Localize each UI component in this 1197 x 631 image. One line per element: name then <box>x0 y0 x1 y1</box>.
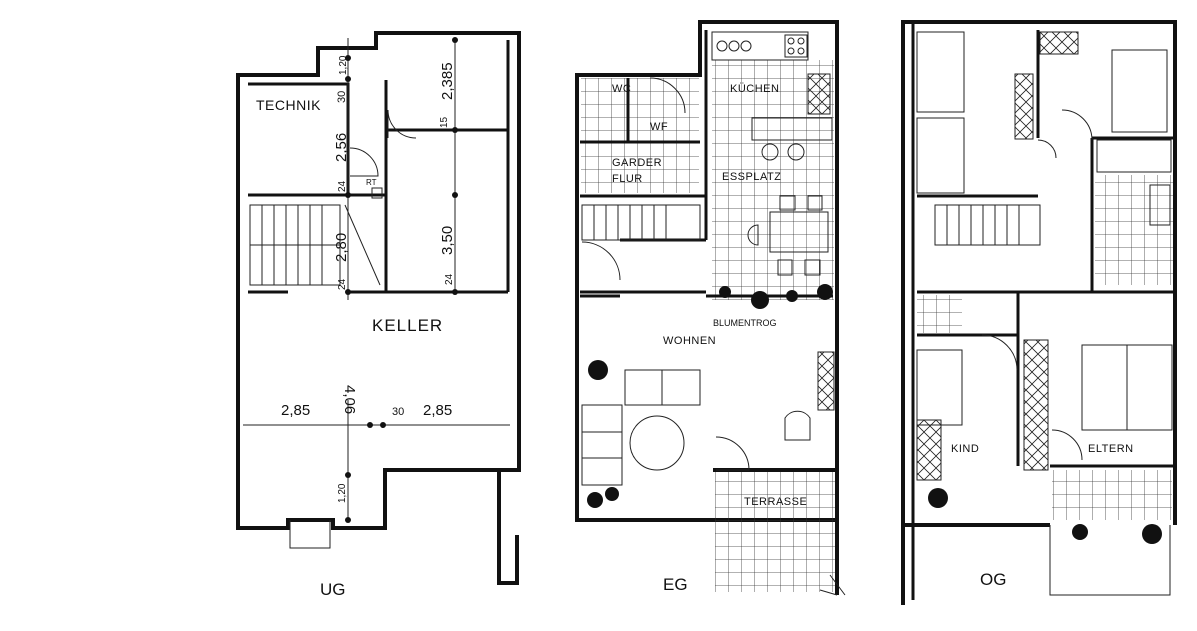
eg-coffee-table <box>629 415 685 471</box>
ug-dim-280: 2,80 <box>333 233 350 262</box>
ug-right-lower-wall <box>497 470 519 585</box>
ug-plan: TECHNIK KELLER 1,20 30 2,385 15 2,56 24 … <box>236 31 521 585</box>
eg-terrace-tiles <box>715 472 835 592</box>
ug-dim-lines <box>243 38 510 520</box>
eg-dining-table <box>747 143 829 276</box>
eg-door-hall <box>581 241 621 281</box>
ug-door-technik <box>387 109 417 139</box>
og-plan: KIND ELTERN <box>901 20 1177 605</box>
eg-room-wc: WC <box>612 83 631 95</box>
og-sink <box>1149 184 1171 226</box>
floor-label-ug: UG <box>320 580 346 599</box>
eg-label-blumentrog: BLUMENTROG <box>713 318 777 328</box>
eg-planter-plants <box>587 284 833 508</box>
og-wc-tiles <box>917 295 962 333</box>
og-door-4 <box>1051 429 1083 461</box>
ug-dim-24b: 24 <box>337 278 348 290</box>
og-room-eltern: ELTERN <box>1088 443 1134 455</box>
eg-terrace-corner <box>819 574 846 596</box>
og-wardrobe-4 <box>916 419 942 481</box>
ug-dim-285b: 2,85 <box>423 402 452 419</box>
eg-stairs <box>581 204 701 241</box>
ug-dim-350: 3,50 <box>439 226 456 255</box>
og-door-1 <box>1037 139 1057 159</box>
floor-label-eg: EG <box>663 575 688 594</box>
ug-rt-box <box>371 187 383 199</box>
og-plants <box>928 488 1162 544</box>
og-room-kind: KIND <box>951 443 979 455</box>
ug-dim-120: 1,20 <box>338 55 349 75</box>
ug-dim-406: 4,06 <box>341 385 358 414</box>
ug-dim-24c: 24 <box>444 273 455 285</box>
ug-label-rt: RT <box>366 178 377 187</box>
eg-door-terrace <box>715 436 750 471</box>
ug-dim-30: 30 <box>336 91 348 103</box>
eg-armchair <box>784 410 811 441</box>
ug-dim-15: 15 <box>439 116 450 128</box>
og-beds <box>916 31 1173 431</box>
eg-kitchen-counter <box>711 31 809 61</box>
eg-outer-wall <box>575 20 839 522</box>
og-balcony <box>1049 525 1171 596</box>
ug-right-rooms <box>384 40 510 292</box>
ug-outer-wall <box>236 31 521 530</box>
og-balcony-tiles <box>1052 470 1172 520</box>
eg-wc-tiles <box>581 78 699 193</box>
eg-room-wf: WF <box>650 121 668 133</box>
ug-stairs <box>249 204 381 286</box>
ug-door-right <box>349 147 379 177</box>
floor-label-og: OG <box>980 570 1006 589</box>
ug-dim-120b: 1,20 <box>337 483 348 503</box>
og-wardrobe-1 <box>1014 73 1034 140</box>
og-door-2 <box>1061 109 1093 141</box>
eg-room-terrasse: TERRASSE <box>744 496 807 508</box>
eg-kitchen-island <box>751 117 833 141</box>
ug-dim-24a: 24 <box>337 180 348 192</box>
ug-dim-30b: 30 <box>392 406 404 418</box>
eg-room-essplatz: ESSPLATZ <box>722 171 781 183</box>
ug-dim-285a: 2,85 <box>281 402 310 419</box>
eg-plan: WC WF KÜCHEN GARDER FLUR ESSPLATZ BLUMEN… <box>575 20 846 596</box>
og-wardrobe-3 <box>1023 339 1049 471</box>
og-stairs <box>934 204 1041 246</box>
eg-sofa <box>581 369 701 486</box>
eg-terrace-wall <box>713 468 839 595</box>
eg-door-wc <box>649 77 686 114</box>
eg-room-garder: GARDER <box>612 157 662 169</box>
og-wardrobe-2 <box>1039 31 1079 55</box>
ug-dim-256: 2,56 <box>333 133 350 162</box>
eg-room-kuechen: KÜCHEN <box>730 83 779 95</box>
og-inner-walls <box>917 30 1175 468</box>
og-outer-wall <box>901 20 1177 605</box>
og-door-3 <box>981 334 1018 371</box>
og-bath-tiles <box>1095 175 1173 285</box>
eg-living-cabinet <box>817 351 835 411</box>
eg-kitchen-cabinet <box>807 73 831 115</box>
ug-dim-dots <box>345 37 458 523</box>
eg-room-wohnen: WOHNEN <box>663 335 716 347</box>
eg-room-flur: FLUR <box>612 173 643 185</box>
ug-room-technik: TECHNIK <box>256 97 321 113</box>
ug-dim-2385: 2,385 <box>439 62 456 100</box>
og-bathtub <box>1096 139 1172 173</box>
ug-room-keller: KELLER <box>372 316 443 335</box>
ug-window-bottom <box>289 520 331 549</box>
